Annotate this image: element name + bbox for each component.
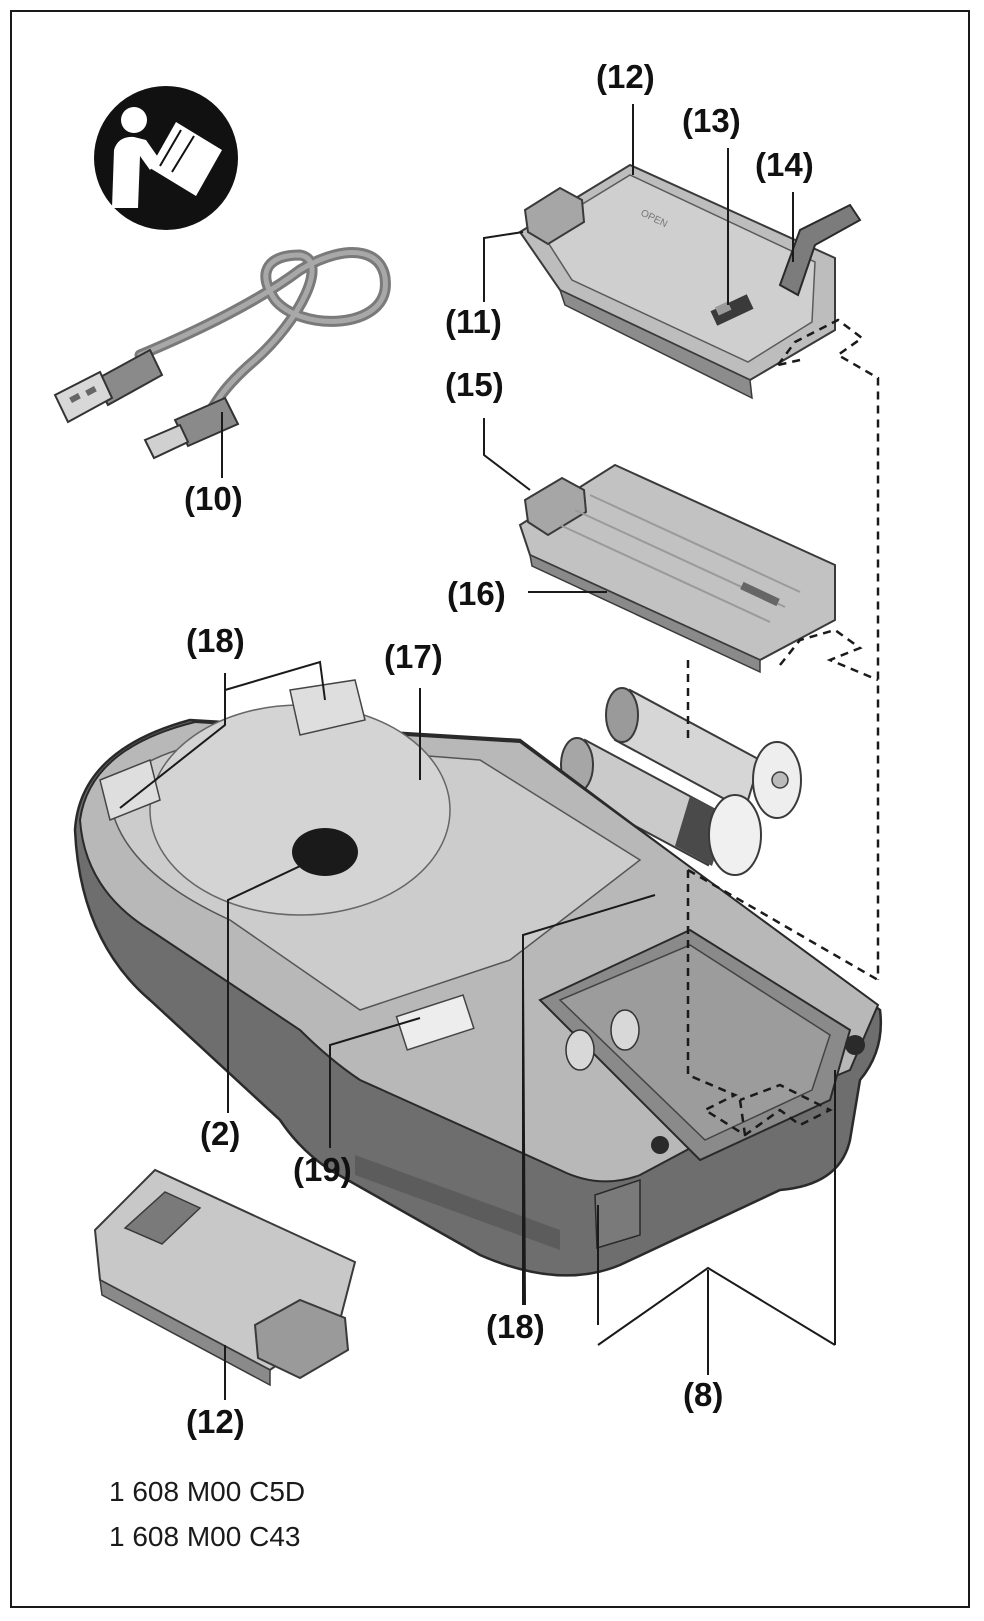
- callout-10: (10): [184, 480, 243, 517]
- leader-lines: [119, 104, 836, 1400]
- callout-18-top: (18): [186, 622, 245, 659]
- battery-cover-with-strap: OPEN: [518, 163, 862, 400]
- callout-13: (13): [682, 102, 741, 139]
- alt-battery-cover: [93, 1168, 357, 1387]
- callout-2: (2): [200, 1115, 241, 1152]
- callout-19: (19): [293, 1151, 352, 1188]
- assembly-dashed-lines: [686, 318, 880, 1137]
- receiver-body: [73, 679, 882, 1277]
- callout-18-bottom: (18): [486, 1308, 545, 1345]
- usb-a-plug: [53, 348, 164, 424]
- usb-cable: [53, 247, 391, 460]
- callout-17: (17): [384, 638, 443, 675]
- callout-14: (14): [755, 146, 814, 183]
- callout-12-top: (12): [596, 58, 655, 95]
- callout-11: (11): [445, 303, 502, 340]
- callout-8: (8): [683, 1376, 724, 1413]
- part-number-2: 1 608 M00 C43: [109, 1521, 301, 1552]
- part-number-1: 1 608 M00 C5D: [109, 1476, 306, 1507]
- batteries: [560, 687, 802, 876]
- battery-cover: [518, 463, 836, 674]
- callout-16: (16): [447, 575, 506, 612]
- read-manual-icon: [94, 86, 238, 230]
- callout-12-bottom: (12): [186, 1403, 245, 1440]
- callout-15: (15): [445, 366, 504, 403]
- usb-c-plug: [143, 396, 240, 460]
